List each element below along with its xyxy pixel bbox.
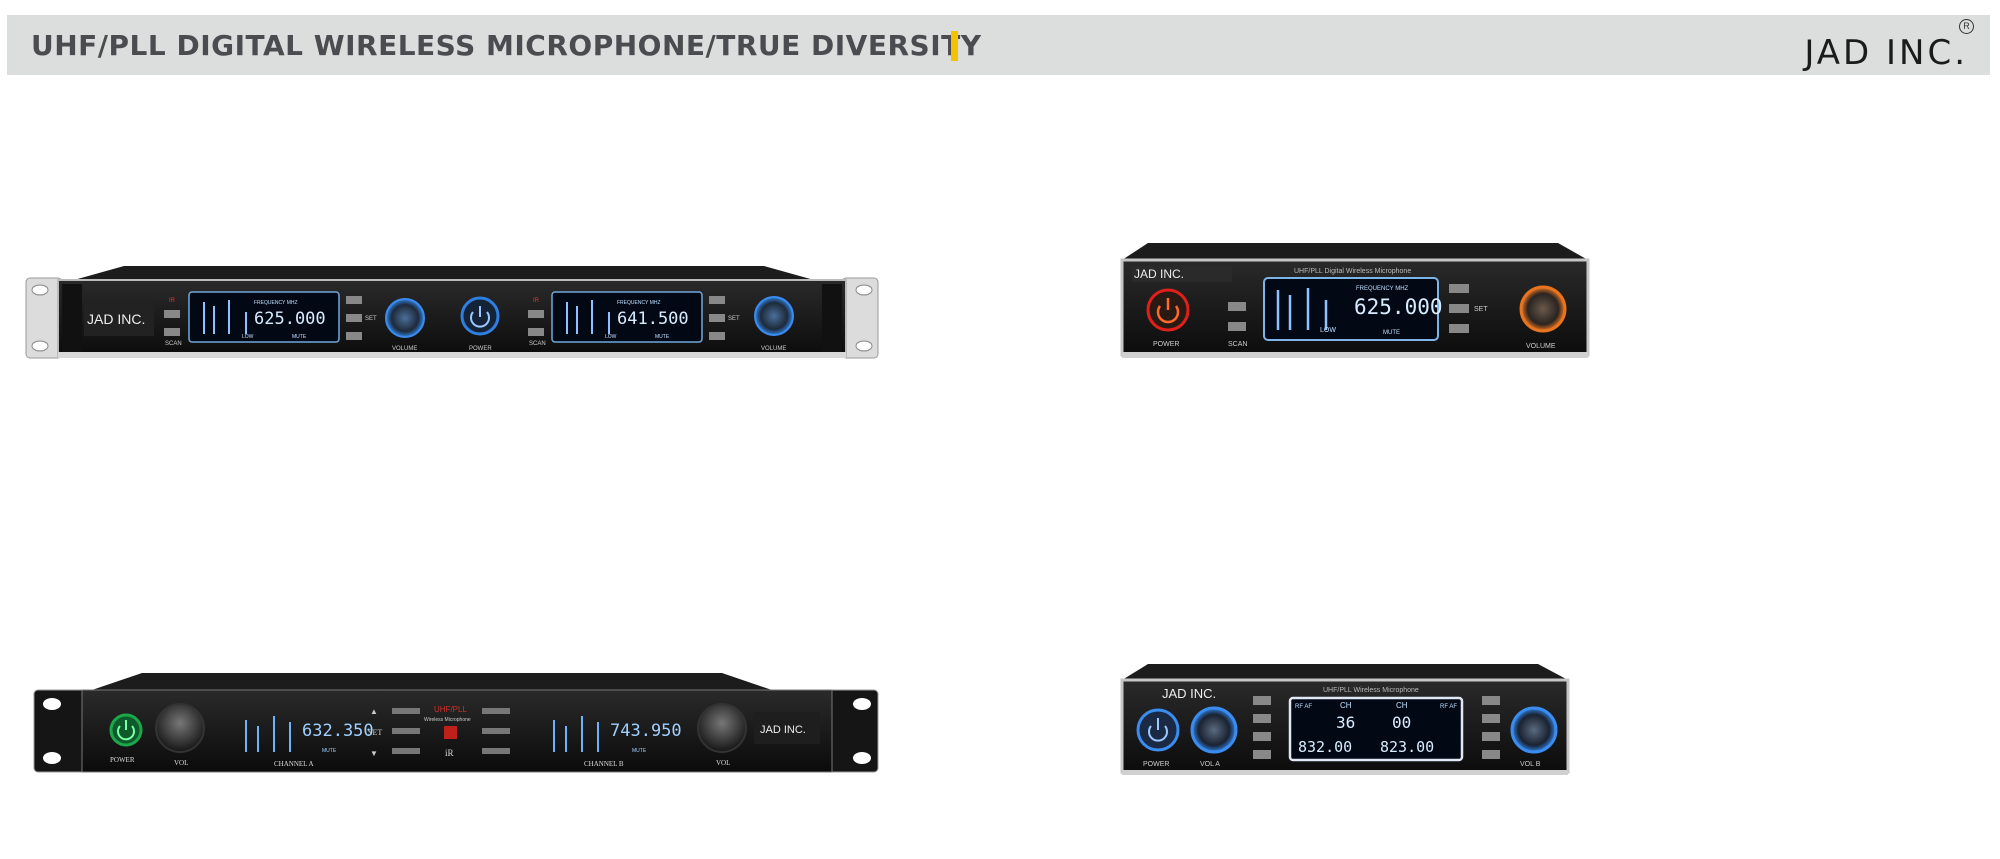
dual-receiver-illustration: JAD INC. SCAN IR FREQUENCY MHZ 625.000 L… — [25, 266, 879, 359]
dual-half-receiver-illustration: JAD INC. POWER VOL A UHF/PLL Wireless Mi… — [1120, 664, 1570, 775]
unit3-frequency-b: 743.950 — [610, 721, 682, 741]
unit4-vol-a-label: VOL A — [1200, 761, 1220, 768]
power-icon — [470, 311, 490, 328]
unit1-frequency-b: 641.500 — [617, 309, 689, 329]
unit2-low: LOW — [1320, 327, 1336, 334]
unit1-low-a: LOW — [242, 334, 254, 340]
unit3-ir-sensor — [444, 726, 457, 739]
unit2-brand: JAD INC. — [1134, 267, 1184, 281]
page-title: UHF/PLL DIGITAL WIRELESS MICROPHONE/TRUE… — [31, 29, 982, 62]
header-bar: UHF/PLL DIGITAL WIRELESS MICROPHONE/TRUE… — [7, 15, 1990, 75]
title-accent-bar — [951, 31, 958, 61]
unit3-frequency-a: 632.350 — [302, 721, 374, 741]
unit4-vol-a-knob[interactable] — [1190, 706, 1238, 754]
unit4-rf-af-left: RF AF — [1295, 704, 1312, 710]
unit1-scan-label-a: SCAN — [165, 341, 182, 347]
unit2-mute: MUTE — [1383, 330, 1400, 336]
unit3-vol-knob-left[interactable] — [155, 703, 205, 753]
product-dual-half-receiver: JAD INC. POWER VOL A UHF/PLL Wireless Mi… — [1118, 662, 1574, 782]
unit1-set-label-b: SET — [728, 316, 740, 322]
unit1-scan-label-b: SCAN — [529, 341, 546, 347]
unit1-mute-a: MUTE — [292, 334, 307, 340]
unit1-ir-label-a: IR — [169, 298, 176, 304]
unit3-subtitle: Wireless Microphone — [424, 717, 471, 723]
unit3-up-arrow[interactable]: ▲ — [370, 707, 378, 716]
unit2-screen-title: UHF/PLL Digital Wireless Microphone — [1294, 268, 1411, 275]
unit4-ch-label-b: CH — [1396, 701, 1408, 710]
unit2-power-icon — [1156, 305, 1180, 324]
unit3-channel-b-label: CHANNEL B — [584, 760, 624, 768]
unit3-mute-a: MUTE — [322, 748, 337, 754]
unit3-power-label: POWER — [110, 756, 135, 764]
unit2-frequency: 625.000 — [1354, 295, 1443, 319]
unit1-freq-label-b: FREQUENCY MHZ — [617, 300, 661, 306]
unit1-volume-label-a: VOLUME — [392, 346, 417, 352]
unit2-volume-knob[interactable] — [1519, 285, 1567, 333]
unit2-volume-label: VOLUME — [1526, 343, 1556, 350]
product-dual-rack-receiver: JAD INC. SCAN IR FREQUENCY MHZ 625.000 L… — [24, 262, 880, 362]
unit3-vol-label-right: VOL — [716, 759, 730, 767]
volume-knob-a[interactable] — [385, 298, 425, 338]
unit4-screen-title: UHF/PLL Wireless Microphone — [1323, 687, 1419, 694]
product-rack-receiver-green: POWER VOL 632.350 MUTE CHANNEL A ▲ SET ▼… — [32, 670, 880, 780]
brand-logo: JAD INC. — [1804, 33, 1968, 73]
unit4-power-icon — [1148, 725, 1168, 742]
unit1-power-label: POWER — [469, 346, 492, 352]
unit4-vol-b-knob[interactable] — [1510, 706, 1558, 754]
unit2-set-label: SET — [1474, 306, 1488, 313]
green-power-receiver-illustration: POWER VOL 632.350 MUTE CHANNEL A ▲ SET ▼… — [33, 673, 879, 773]
unit3-title: UHF/PLL — [434, 705, 467, 714]
unit3-channel-a-label: CHANNEL A — [274, 760, 314, 768]
unit3-vol-label-left: VOL — [174, 759, 188, 767]
unit4-ch-label-a: CH — [1340, 701, 1352, 710]
unit2-scan-label: SCAN — [1228, 341, 1247, 348]
volume-knob-b[interactable] — [754, 296, 794, 336]
unit3-mute-b: MUTE — [632, 748, 647, 754]
unit3-ir-label: iR — [445, 748, 454, 758]
unit4-power-label: POWER — [1143, 761, 1169, 768]
unit1-set-label-a: SET — [365, 316, 377, 322]
unit1-volume-label-b: VOLUME — [761, 346, 786, 352]
unit4-brand: JAD INC. — [1162, 686, 1216, 701]
unit3-power-icon — [117, 725, 135, 741]
registered-mark: R — [1959, 19, 1974, 34]
unit2-power-label: POWER — [1153, 341, 1179, 348]
unit1-mute-b: MUTE — [655, 334, 670, 340]
unit3-brand: JAD INC. — [760, 724, 806, 736]
unit3-down-arrow[interactable]: ▼ — [370, 749, 378, 758]
product-single-receiver: JAD INC. POWER SCAN UHF/PLL Digital Wire… — [1118, 240, 1598, 365]
unit1-brand: JAD INC. — [87, 311, 145, 327]
unit2-freq-label: FREQUENCY MHZ — [1356, 286, 1409, 292]
unit4-rf-af-right: RF AF — [1440, 704, 1457, 710]
unit1-frequency-a: 625.000 — [254, 309, 326, 329]
unit1-low-b: LOW — [605, 334, 617, 340]
unit4-ch-b: 00 — [1392, 713, 1411, 732]
unit3-vol-knob-right[interactable] — [697, 703, 747, 753]
unit4-freq-b: 823.00 — [1380, 738, 1434, 756]
single-receiver-illustration: JAD INC. POWER SCAN UHF/PLL Digital Wire… — [1120, 243, 1590, 358]
unit4-ch-a: 36 — [1336, 713, 1355, 732]
unit4-freq-a: 832.00 — [1298, 738, 1352, 756]
unit1-freq-label-a: FREQUENCY MHZ — [254, 300, 298, 306]
unit4-vol-b-label: VOL B — [1520, 761, 1541, 768]
unit1-ir-label-b: IR — [533, 298, 540, 304]
unit3-set-label: SET — [368, 728, 382, 737]
